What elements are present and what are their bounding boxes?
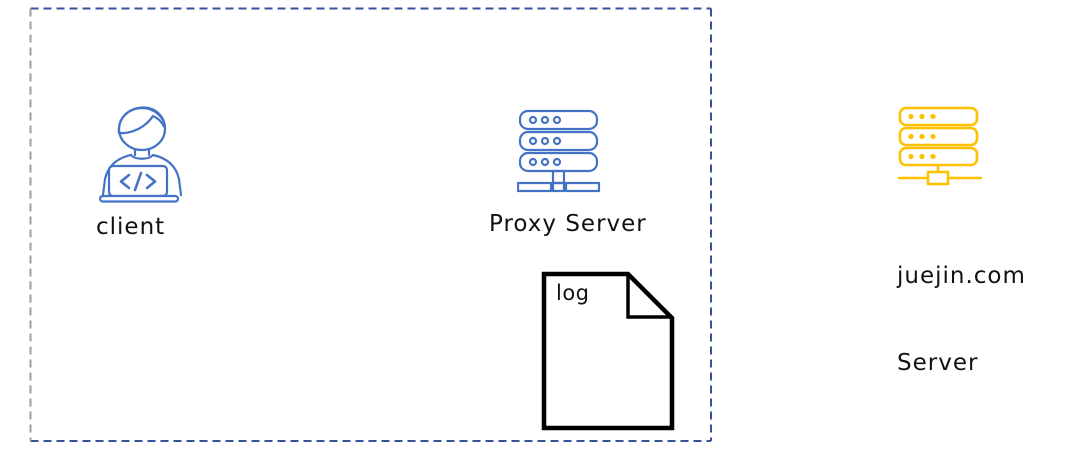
juejin-server-label: juejin.com Server [897,204,1026,436]
juejin-server-node [896,106,984,186]
client-node [93,103,183,203]
log-file-node: log [541,271,675,431]
server-stack-icon [517,109,601,193]
document-folded-corner-icon [541,271,675,431]
proxy-server-label: Proxy Server [489,211,647,237]
juejin-server-label-line1: juejin.com [897,263,1026,289]
juejin-server-label-line2: Server [897,350,979,376]
person-at-laptop-icon [98,106,183,203]
server-stack-icon [898,106,982,186]
log-label: log [556,281,590,305]
dashed-boundary-box [29,7,712,442]
proxy-server-node [517,109,603,195]
client-label: client [96,214,166,240]
